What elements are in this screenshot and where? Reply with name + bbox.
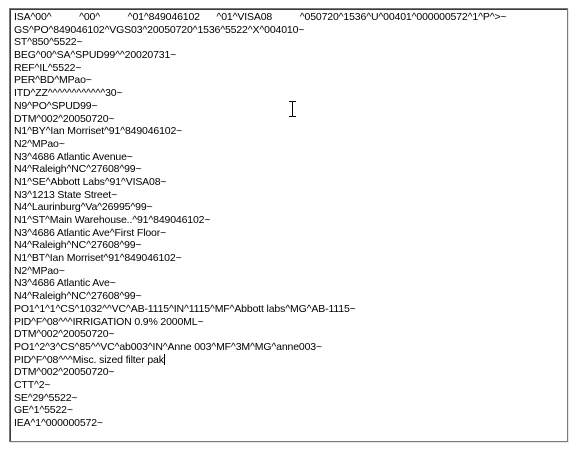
edi-segment-text: N1^SE^Abbott Labs^91^VISA08~ bbox=[14, 175, 167, 188]
edi-segment-line: CTT^2~ bbox=[14, 379, 563, 392]
edi-segment-line: REF^IL^5522~ bbox=[14, 62, 563, 75]
edi-segment-text: DTM^002^20050720~ bbox=[14, 328, 115, 341]
edi-segment-line: N3^4686 Atlantic Avenue~ bbox=[14, 151, 563, 164]
edi-segment-line: ITD^ZZ^^^^^^^^^^^^30~ bbox=[14, 87, 563, 100]
edi-segment-line: GE^1^5522~ bbox=[14, 404, 563, 417]
edi-segment-line: GS^PO^849046102^VGS03^20050720^1536^5522… bbox=[14, 24, 563, 37]
edi-text-editor[interactable]: ISA^00^ ^00^ ^01^849046102 ^01^VISA08 ^0… bbox=[9, 8, 568, 442]
edi-segment-text: N3^4686 Atlantic Avenue~ bbox=[14, 150, 133, 163]
edi-segment-line: N2^MPao~ bbox=[14, 265, 563, 278]
edi-segment-text: N2^MPao~ bbox=[14, 137, 65, 150]
edi-segment-text: GS^PO^849046102^VGS03^20050720^1536^5522… bbox=[14, 23, 305, 36]
edi-segment-text: PID^F^08^^^Misc. sized filter pak bbox=[14, 353, 164, 366]
edi-segment-text: REF^IL^5522~ bbox=[14, 61, 82, 74]
edi-segment-line: N1^SE^Abbott Labs^91^VISA08~ bbox=[14, 176, 563, 189]
edi-segment-text: N4^Raleigh^NC^27608^99~ bbox=[14, 163, 142, 176]
text-cursor-ibeam-icon bbox=[289, 101, 296, 117]
edi-segment-line: N1^BT^Ian Morriset^91^849046102~ bbox=[14, 252, 563, 265]
edi-segment-line: ISA^00^ ^00^ ^01^849046102 ^01^VISA08 ^0… bbox=[14, 11, 563, 24]
edi-segment-text: PID^F^08^^^IRRIGATION 0.9% 2000ML~ bbox=[14, 315, 204, 328]
edi-segment-line: BEG^00^SA^SPUD99^^20020731~ bbox=[14, 49, 563, 62]
edi-segment-line: PID^F^08^^^IRRIGATION 0.9% 2000ML~ bbox=[14, 316, 563, 329]
edi-segment-text: N3^1213 State Street~ bbox=[14, 188, 118, 201]
edi-segment-text: ITD^ZZ^^^^^^^^^^^^30~ bbox=[14, 87, 123, 100]
edi-segment-line: DTM^002^20050720~ bbox=[14, 328, 563, 341]
edi-segment-line: N3^4686 Atlantic Ave~ bbox=[14, 277, 563, 290]
edi-segment-text: N3^4686 Atlantic Ave~ bbox=[14, 277, 116, 290]
edi-segment-text: ISA^00^ ^00^ ^01^849046102 ^01^VISA08 ^0… bbox=[14, 11, 507, 23]
edi-segment-line: N4^Laurinburg^Va^26995^99~ bbox=[14, 201, 563, 214]
edi-segment-text: PO1^1^1^CS^1032^^VC^AB-1115^IN^1115^MF^A… bbox=[14, 302, 356, 315]
edi-segment-text: BEG^00^SA^SPUD99^^20020731~ bbox=[14, 49, 177, 62]
edi-segment-line: N9^PO^SPUD99~ bbox=[14, 100, 563, 113]
edi-segment-text: N1^ST^Main Warehouse..^91^849046102~ bbox=[14, 214, 211, 226]
edi-segment-text: N1^BY^Ian Morriset^91^849046102~ bbox=[14, 125, 183, 138]
edi-segment-text: DTM^002^20050720~ bbox=[14, 112, 115, 125]
edi-segment-line: PO1^2^3^CS^85^^VC^ab003^IN^Anne 003^MF^3… bbox=[14, 341, 563, 354]
edi-segment-line: N1^ST^Main Warehouse..^91^849046102~ bbox=[14, 214, 563, 227]
edi-segment-line: N4^Raleigh^NC^27608^99~ bbox=[14, 290, 563, 303]
edi-segment-line: N4^Raleigh^NC^27608^99~ bbox=[14, 239, 563, 252]
edi-segment-line: IEA^1^000000572~ bbox=[14, 417, 563, 430]
edi-segment-text: PO1^2^3^CS^85^^VC^ab003^IN^Anne 003^MF^3… bbox=[14, 340, 322, 353]
edi-segment-text: DTM^002^20050720~ bbox=[14, 366, 115, 379]
edi-segment-text: IEA^1^000000572~ bbox=[14, 417, 103, 429]
edi-segment-line: N3^4686 Atlantic Ave^First Floor~ bbox=[14, 227, 563, 240]
edi-segment-text: N4^Laurinburg^Va^26995^99~ bbox=[14, 201, 153, 214]
edi-segment-line: N2^MPao~ bbox=[14, 138, 563, 151]
edi-segment-text: N3^4686 Atlantic Ave^First Floor~ bbox=[14, 226, 167, 239]
edi-segment-line: N3^1213 State Street~ bbox=[14, 189, 563, 202]
edi-segment-text: GE^1^5522~ bbox=[14, 404, 73, 417]
edi-segment-text: SE^29^5522~ bbox=[14, 391, 78, 404]
edi-segment-line: PER^BD^MPao~ bbox=[14, 74, 563, 87]
edi-segment-line: N1^BY^Ian Morriset^91^849046102~ bbox=[14, 125, 563, 138]
edi-segment-line: DTM^002^20050720~ bbox=[14, 366, 563, 379]
edi-segment-text: ST^850^5522~ bbox=[14, 36, 83, 49]
text-caret bbox=[163, 353, 165, 365]
edi-segment-line: N4^Raleigh^NC^27608^99~ bbox=[14, 163, 563, 176]
edi-segment-text: CTT^2~ bbox=[14, 378, 51, 391]
edi-segment-line: PID^F^08^^^Misc. sized filter pak bbox=[14, 353, 563, 367]
edi-segment-line: DTM^002^20050720~ bbox=[14, 113, 563, 126]
edi-segment-text: N9^PO^SPUD99~ bbox=[14, 99, 98, 112]
edi-segment-text: N4^Raleigh^NC^27608^99~ bbox=[14, 239, 142, 252]
edi-segment-text: N4^Raleigh^NC^27608^99~ bbox=[14, 290, 142, 303]
edi-segment-line: ST^850^5522~ bbox=[14, 36, 563, 49]
edi-document-text[interactable]: ISA^00^ ^00^ ^01^849046102 ^01^VISA08 ^0… bbox=[14, 11, 563, 439]
edi-segment-line: PO1^1^1^CS^1032^^VC^AB-1115^IN^1115^MF^A… bbox=[14, 303, 563, 316]
edi-segment-text: N1^BT^Ian Morriset^91^849046102~ bbox=[14, 252, 182, 265]
edi-segment-line: SE^29^5522~ bbox=[14, 392, 563, 405]
edi-segment-text: PER^BD^MPao~ bbox=[14, 74, 92, 87]
edi-segment-text: N2^MPao~ bbox=[14, 264, 65, 277]
